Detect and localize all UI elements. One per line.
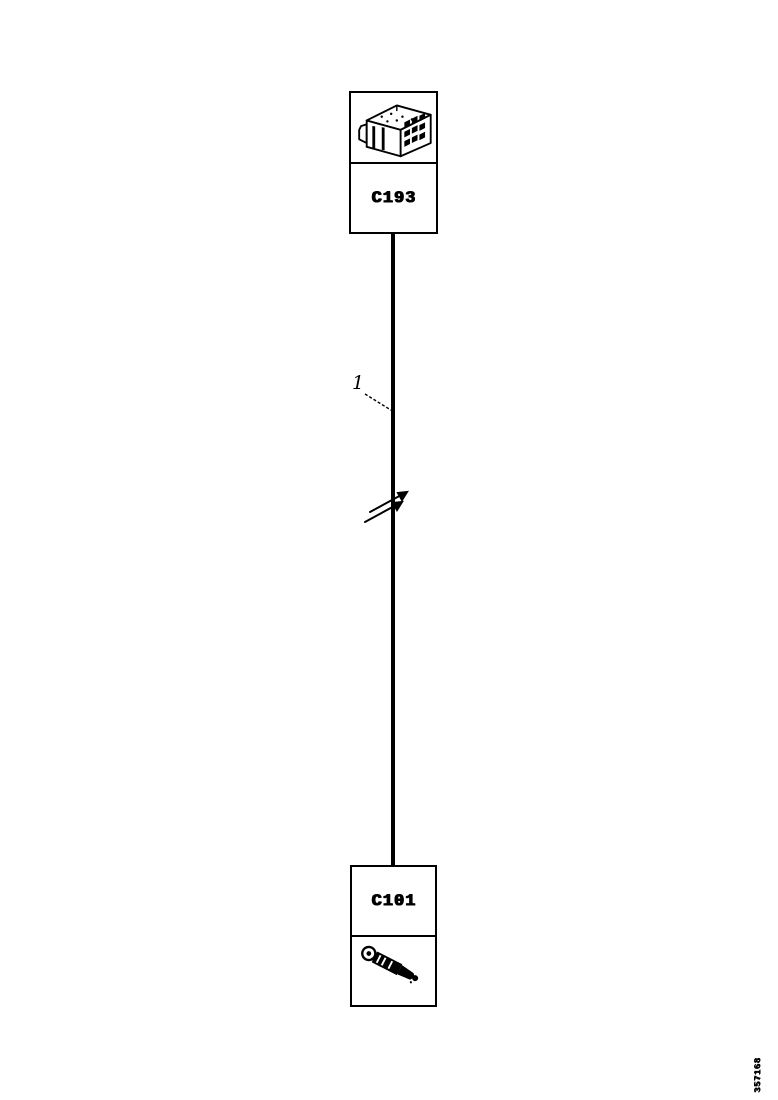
top-connector-label-cell: C193: [351, 164, 436, 232]
multi-pin-connector-icon: [357, 103, 432, 157]
wire-break-symbol: [364, 490, 409, 523]
harness-wire: [391, 232, 395, 867]
art-number: 357168: [753, 1057, 763, 1093]
bottom-connector-label-cell: C101: [352, 867, 435, 937]
bottom-connector-image-cell: [352, 937, 435, 1005]
terminal-pin-icon: [360, 945, 418, 984]
callout-leader-line: [364, 393, 395, 413]
bottom-connector-box: C101: [350, 865, 437, 1007]
bottom-connector-label: C101: [371, 891, 416, 911]
top-connector-label: C193: [371, 188, 416, 208]
top-connector-image-cell: [351, 93, 436, 164]
top-connector-box: C193: [349, 91, 438, 234]
wire-callout-number: 1: [352, 372, 365, 394]
